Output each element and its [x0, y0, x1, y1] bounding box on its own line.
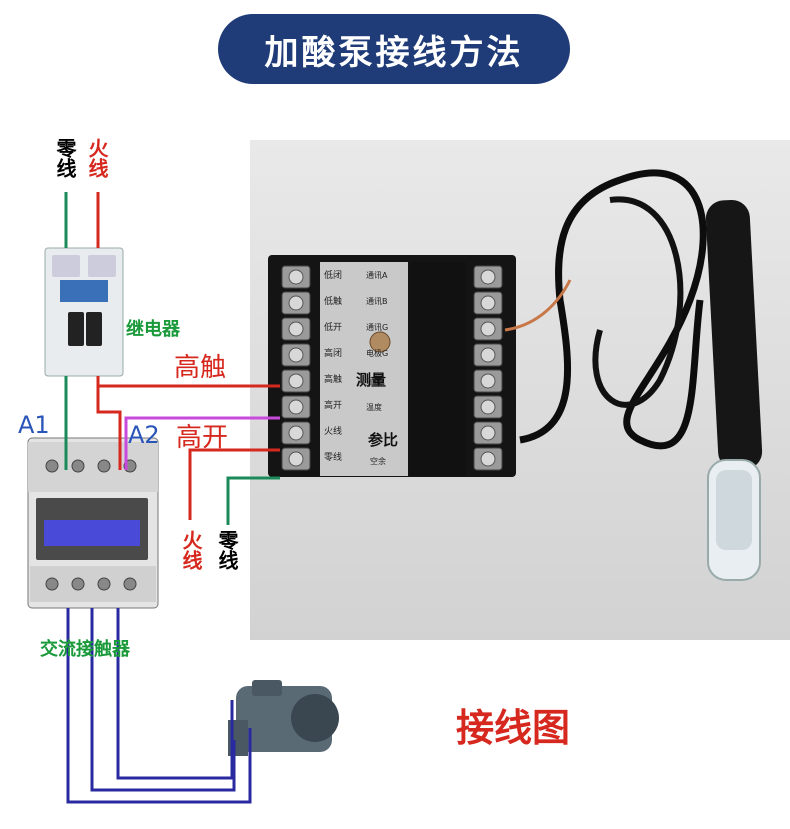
- terminal-label-left: 高开: [324, 401, 343, 411]
- terminal-label-right: 通讯A: [366, 271, 388, 280]
- terminal-label-right: 通讯B: [366, 297, 388, 306]
- high-trigger-label: 高触: [174, 353, 227, 383]
- page-title: 加酸泵接线方法: [218, 14, 570, 84]
- high-open-label: 高开: [176, 423, 229, 453]
- wiring-diagram-label: 接线图: [456, 706, 571, 750]
- terminal-label-left: 火线: [324, 427, 343, 437]
- terminal-label-left: 高触: [324, 375, 343, 385]
- relay-label: 继电器: [126, 319, 180, 340]
- terminal-label-left: 低闭: [324, 271, 343, 281]
- terminal-label-right: 温度: [366, 403, 382, 412]
- pump-motor: [228, 680, 339, 756]
- terminal-label-left: 低开: [324, 323, 343, 333]
- terminal-label-left: 零线: [324, 453, 343, 463]
- contactor-label: 交流接触器: [40, 639, 130, 660]
- ph-controller: [268, 255, 516, 477]
- a1-label: A1: [18, 411, 50, 439]
- live-bottom-label: 火线: [179, 530, 203, 570]
- a2-label: A2: [128, 421, 160, 449]
- ac-contactor: [27, 437, 159, 609]
- live-top-label: 火线: [85, 138, 109, 178]
- neutral-top-label: 零线: [53, 138, 77, 178]
- terminal-label-right: 通讯G: [366, 323, 389, 332]
- terminal-label-right: 温度: [366, 377, 382, 386]
- terminal-label-right: 电极G: [366, 349, 389, 358]
- terminal-label-right: 空余: [370, 457, 386, 466]
- controller-measure-label: 测量: [356, 371, 387, 389]
- wires: [64, 192, 280, 804]
- controller-reference-label: 参比: [368, 431, 399, 449]
- terminal-label-left: 高闭: [324, 349, 343, 359]
- terminal-label-left: 低触: [324, 297, 343, 307]
- ph-probe: [504, 169, 763, 581]
- circuit-breaker: [44, 247, 124, 377]
- neutral-bottom-label: 零线: [215, 530, 239, 570]
